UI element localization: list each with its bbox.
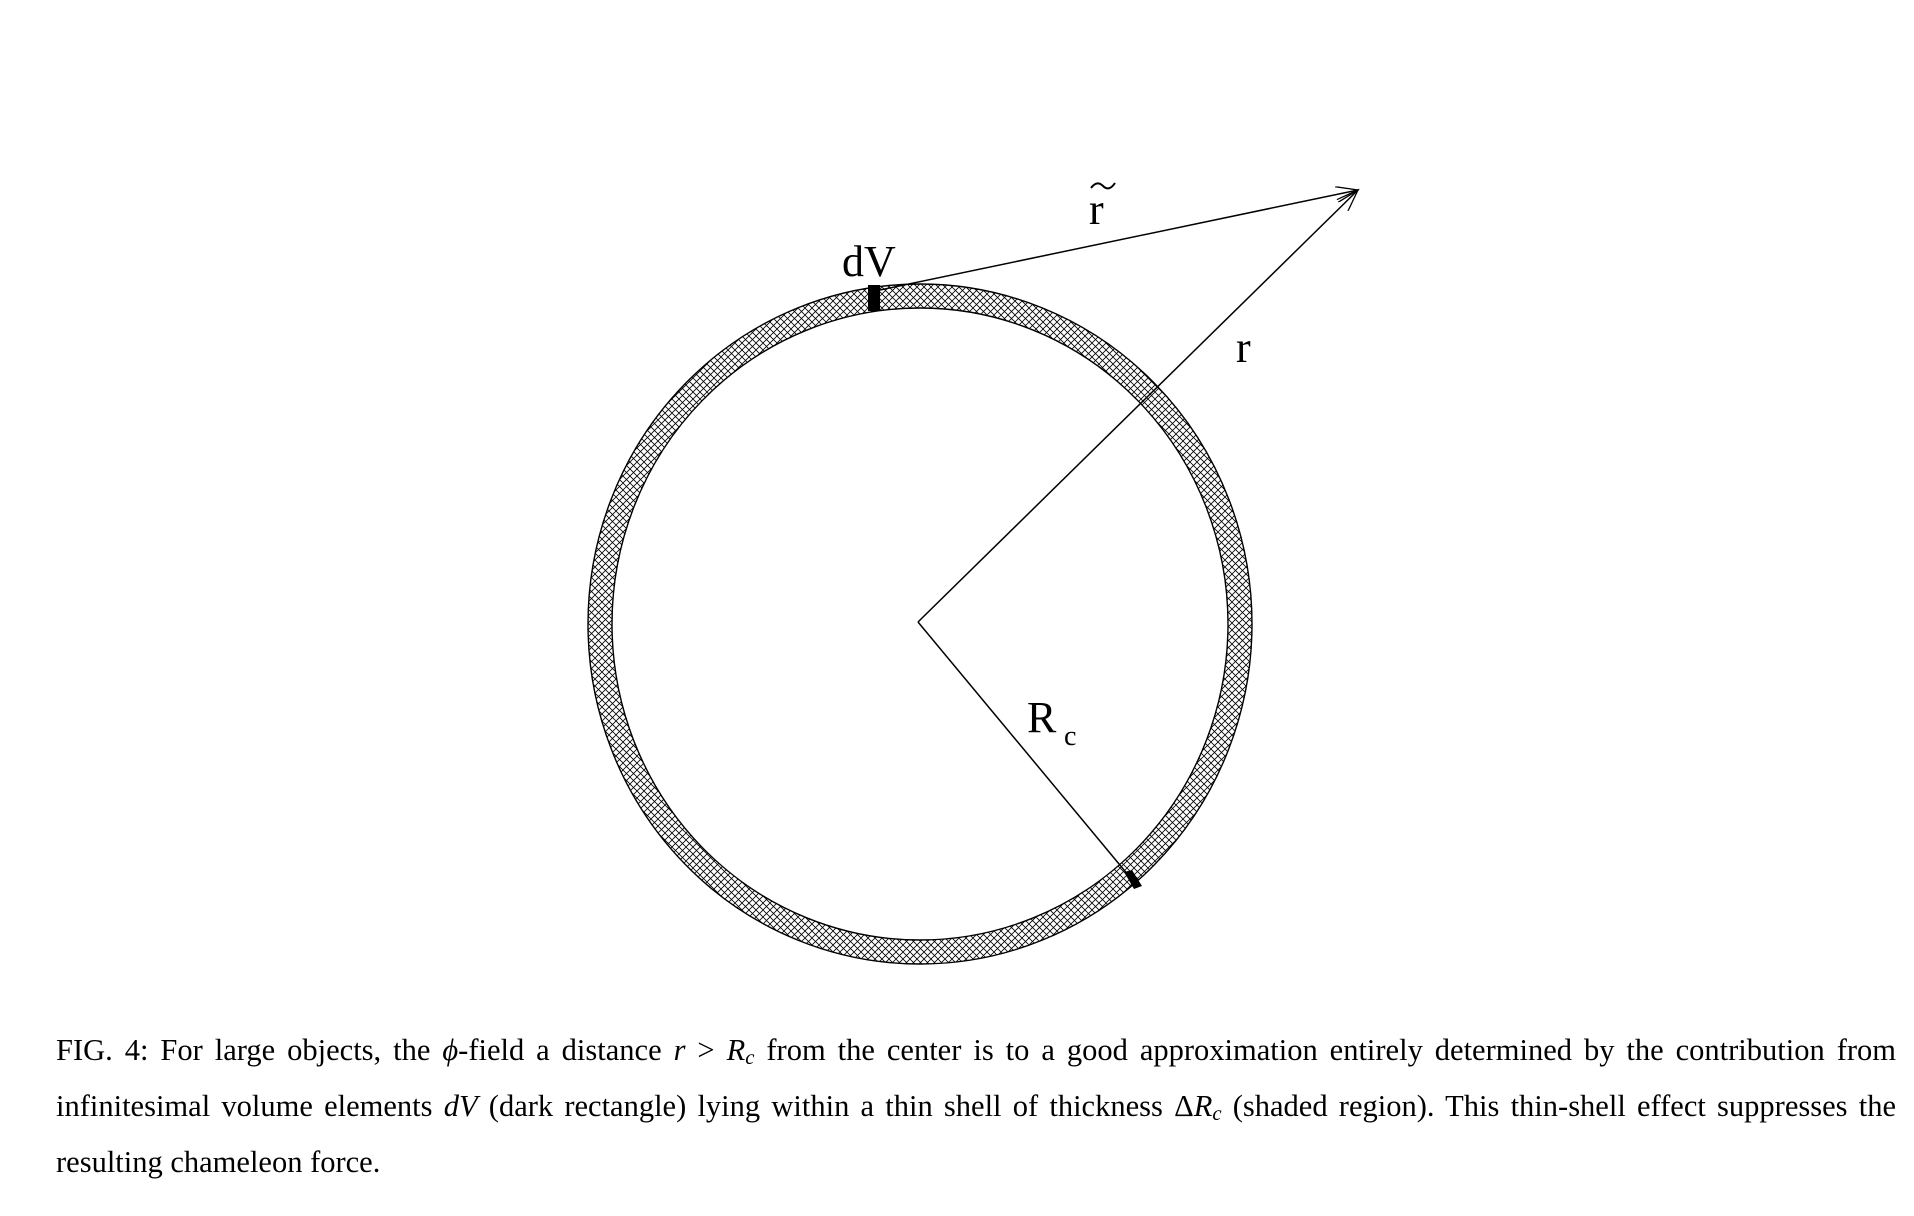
caption-r: r [673, 1033, 686, 1067]
caption-text: > [685, 1033, 727, 1067]
caption-dv: dV [443, 1089, 478, 1123]
caption-text: -field a distance [458, 1033, 674, 1067]
caption-fig-label: FIG. 4: [56, 1033, 149, 1067]
caption-text: from the center is to a good approximati… [56, 1033, 1896, 1123]
r-label: r [1236, 323, 1251, 372]
thin-shell-region [587, 283, 1253, 965]
caption-delta-rc: R [1193, 1089, 1213, 1123]
caption-rc: R [726, 1033, 746, 1067]
volume-element-dark-rectangle [868, 285, 880, 311]
r-tilde-label: r [1089, 185, 1104, 234]
caption-rc-subscript: c [745, 1047, 755, 1070]
r-tilde-vector [879, 190, 1358, 291]
figure-caption: FIG. 4: For large objects, the ϕ-field a… [56, 1022, 1896, 1190]
radius-line [917, 621, 1135, 883]
r-vector [917, 190, 1358, 623]
radius-label-subscript: c [1064, 721, 1076, 752]
radius-label: R [1027, 693, 1057, 742]
tilde-mark [1090, 182, 1116, 190]
caption-delta-rc-subscript: c [1212, 1103, 1222, 1126]
caption-phi: ϕ [442, 1033, 459, 1067]
caption-text: (shaded region). This thin-shell effect … [56, 1089, 1896, 1179]
dv-label: dV [842, 237, 896, 286]
caption-text: (dark rectangle) lying within a thin she… [477, 1089, 1194, 1123]
caption-text: For large objects, the [148, 1033, 443, 1067]
